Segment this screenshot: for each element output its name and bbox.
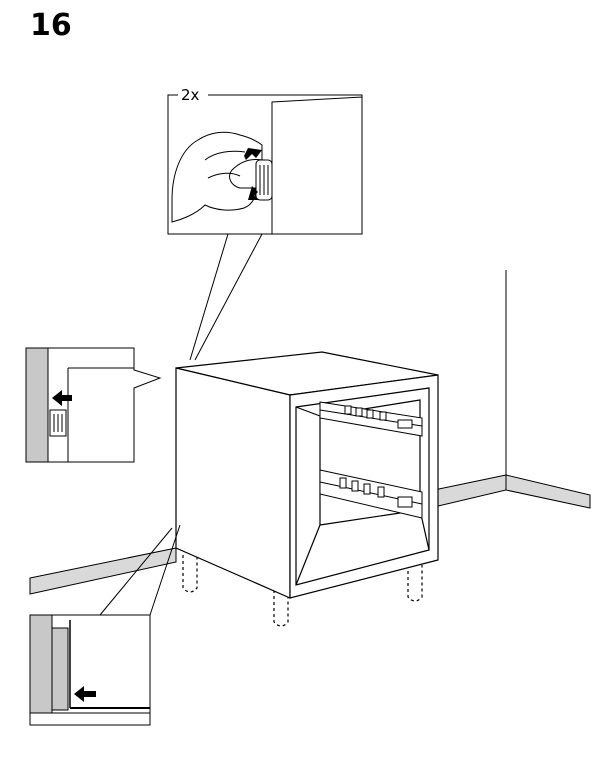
push-arrow-icon xyxy=(52,390,72,406)
drawer-rails xyxy=(319,401,423,519)
callout-detail-floor xyxy=(29,524,181,726)
wall-section xyxy=(25,347,49,463)
repeat-count-label: 2x xyxy=(181,86,200,104)
rotate-arrows-icon xyxy=(244,148,262,200)
hand-icon xyxy=(171,131,263,223)
cabinet xyxy=(175,351,439,627)
cabinet-side xyxy=(175,367,291,599)
baseboard-right-left xyxy=(433,474,507,508)
push-arrow-icon-lower xyxy=(74,686,96,702)
callout-detail-edge xyxy=(25,347,162,463)
baseboard-right xyxy=(505,474,591,509)
baseboard-left xyxy=(29,547,177,595)
callout-detail-top xyxy=(167,94,363,361)
cabinet-legs xyxy=(182,555,423,627)
room-background xyxy=(29,270,591,595)
wall-section-lower xyxy=(29,614,53,714)
step-number: 16 xyxy=(30,8,72,43)
